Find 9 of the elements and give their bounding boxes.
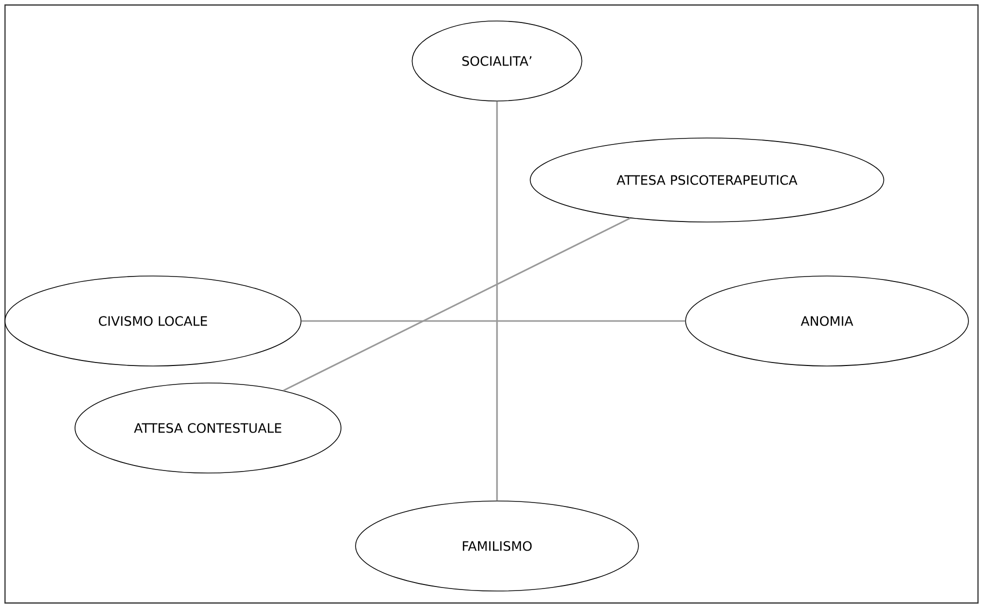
connector-line bbox=[301, 320, 686, 322]
ellipse-node: ATTESA PSICOTERAPEUTICA bbox=[530, 138, 884, 222]
connector-line bbox=[496, 101, 498, 501]
ellipse-node: CIVISMO LOCALE bbox=[4, 276, 302, 366]
ellipse-node: ATTESA CONTESTUALE bbox=[74, 382, 342, 474]
connector-line bbox=[283, 217, 630, 392]
ellipse-node: ANOMIA bbox=[685, 276, 969, 366]
ellipse-node: FAMILISMO bbox=[355, 500, 639, 592]
ellipse-node: SOCIALITA’ bbox=[412, 20, 582, 102]
